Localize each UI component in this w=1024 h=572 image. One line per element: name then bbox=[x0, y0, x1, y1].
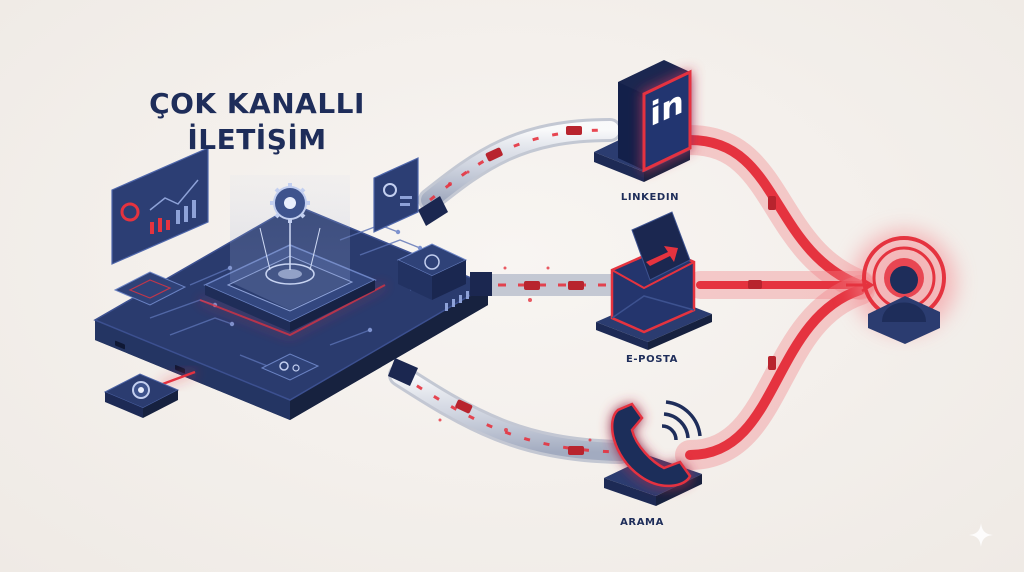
tube-linkedin bbox=[418, 118, 622, 212]
sparkle-icon bbox=[969, 523, 993, 547]
envelope-icon bbox=[610, 211, 696, 334]
target-person bbox=[846, 230, 956, 344]
dashboard-panel-left bbox=[111, 147, 209, 265]
dashboard-panel-right bbox=[373, 157, 419, 233]
tube-email bbox=[467, 274, 623, 296]
gear-tile bbox=[103, 373, 180, 418]
title-line-1: ÇOK KANALLI bbox=[149, 87, 365, 120]
title-line-2: İLETİŞİM bbox=[187, 123, 327, 156]
gear-icon bbox=[270, 183, 310, 223]
linkedin-node: in bbox=[594, 60, 692, 182]
tube-call bbox=[388, 363, 632, 464]
person-icon bbox=[882, 302, 926, 322]
hub-board bbox=[93, 175, 492, 420]
output-curves bbox=[675, 125, 875, 470]
channel-label-call: ARAMA bbox=[620, 517, 664, 528]
channel-label-linkedin: LINKEDIN bbox=[620, 192, 680, 203]
call-node bbox=[604, 400, 702, 506]
red-sparks bbox=[438, 170, 592, 442]
gear-icon bbox=[132, 381, 150, 399]
channel-label-email: E-POSTA bbox=[626, 354, 678, 365]
phone-icon bbox=[610, 400, 702, 487]
email-node bbox=[596, 211, 712, 350]
